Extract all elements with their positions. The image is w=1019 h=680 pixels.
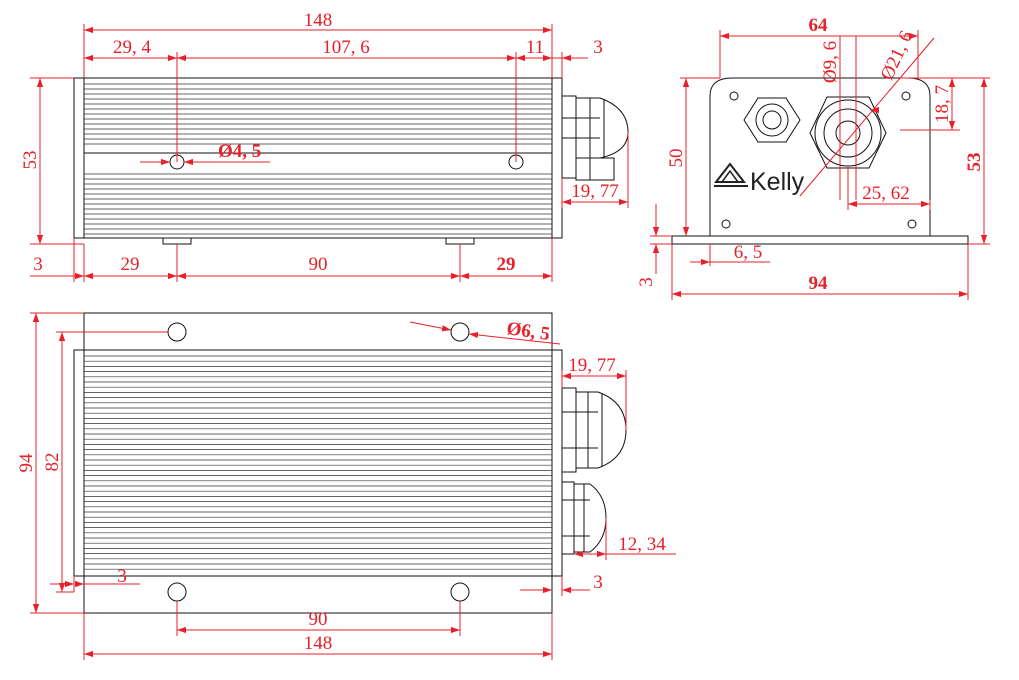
top-mount-hole-diameter: Ø6, 5: [505, 318, 551, 345]
end-small-hole: Ø9, 6: [820, 41, 841, 83]
end-flange-offset: 6, 5: [734, 242, 763, 263]
side-hole-diameter: Ø4, 5: [218, 141, 261, 162]
end-view: Kelly 64 Ø9, 6 Ø21, 6 18, 7 53 50 2: [636, 15, 990, 300]
side-hole-offset-left: 29, 4: [113, 37, 152, 58]
side-foot-left-dim: 29: [121, 254, 140, 275]
top-mount-hole-bl: [167, 582, 187, 602]
side-gland-length: 19, 77: [571, 181, 619, 202]
top-edge-right: 3: [593, 572, 603, 593]
side-left-margin: 3: [33, 254, 43, 275]
side-foot-left: [162, 237, 192, 245]
side-foot-spacing: 90: [309, 254, 328, 275]
side-end-plate: [73, 77, 85, 239]
end-height-body: 50: [666, 149, 687, 168]
side-offset-tail: 3: [593, 37, 603, 58]
top-body-outline: [73, 349, 563, 577]
side-overall-length: 148: [304, 10, 333, 31]
side-heatsink-fins: [84, 83, 552, 235]
top-view: 94 82 Ø6, 5 19, 77 12, 34 3 3: [16, 312, 676, 660]
end-total-width: 94: [809, 273, 829, 294]
side-height: 53: [20, 151, 41, 170]
end-large-gland: [809, 96, 887, 169]
top-base-plate: [83, 312, 553, 614]
end-height-total: 53: [964, 153, 985, 172]
side-foot-right: [445, 237, 475, 245]
top-mount-hole-tr: [450, 322, 470, 342]
top-mount-hole-br: [450, 582, 470, 602]
side-tail-plate: [551, 77, 563, 239]
top-small-gland: [561, 481, 607, 555]
end-screw-tr: [901, 91, 911, 101]
top-gland-length: 19, 77: [568, 355, 616, 376]
top-width-body: 82: [42, 453, 63, 472]
end-screw-bl: [721, 219, 731, 229]
top-width-total: 94: [16, 453, 37, 473]
top-overall-length: 148: [304, 633, 333, 654]
end-small-gland: [743, 97, 801, 143]
top-gland-small: 12, 34: [618, 534, 666, 555]
end-screw-br: [907, 219, 917, 229]
kelly-logo: Kelly: [713, 162, 805, 196]
end-gland-height: 18, 7: [932, 85, 953, 123]
top-heatsink-fins: [84, 355, 552, 570]
top-large-gland: [561, 387, 627, 473]
top-mount-hole-tl: [167, 322, 187, 342]
end-width-top: 64: [809, 15, 829, 36]
end-gland-offset: 25, 62: [862, 183, 910, 204]
end-body-outline: [709, 77, 931, 236]
side-cable-gland: [561, 95, 629, 181]
side-view: 148 29, 4 107, 6 11 3 53 Ø4, 5 19, 77: [20, 10, 629, 282]
brand-name: Kelly: [750, 168, 805, 196]
side-foot-right-dim: 29: [497, 254, 516, 275]
end-flange: [671, 235, 969, 245]
end-flange-thickness: 3: [636, 277, 657, 287]
top-hole-spacing: 90: [309, 609, 328, 630]
end-screw-tl: [729, 91, 739, 101]
side-offset-right: 11: [526, 37, 544, 58]
top-edge-left: 3: [117, 566, 127, 587]
side-hole-spacing: 107, 6: [322, 37, 370, 58]
